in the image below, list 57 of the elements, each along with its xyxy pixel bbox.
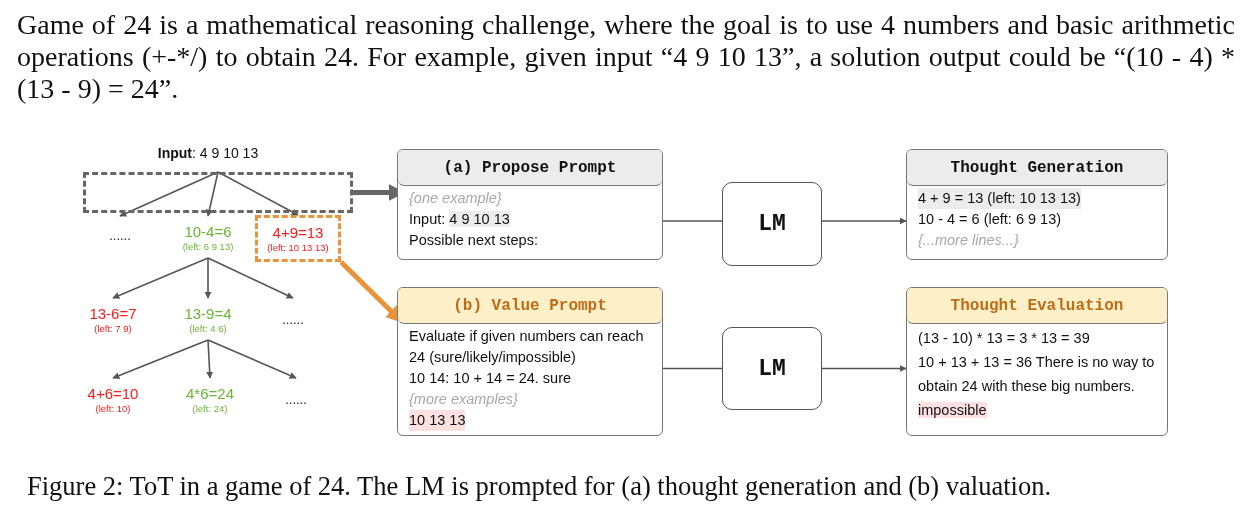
prompt-text: (13 - 10) * 13 = 3 * 13 = 39 <box>918 329 1091 348</box>
prompt-text: 10 - 4 = 6 (left: 6 9 13) <box>918 210 1063 229</box>
prompt-text: impossible <box>918 402 987 418</box>
equation: 13-9=4 <box>184 303 232 323</box>
arrow <box>206 171 219 217</box>
equation: 4+9=13 <box>272 223 324 242</box>
placeholder-text: {...more lines...} <box>918 231 1020 250</box>
prompt-text: 4 9 10 13 <box>449 211 510 227</box>
arrow <box>821 365 907 372</box>
remaining-numbers: (left: 6 9 13) <box>182 240 234 253</box>
dashed-selection-box <box>83 172 353 213</box>
ellipsis: ...... <box>282 311 304 327</box>
remaining-numbers: (left: 24) <box>192 402 228 415</box>
card-header: (b) Value Prompt <box>398 288 662 324</box>
arrow <box>112 257 209 299</box>
remaining-numbers: (left: 10 13 13) <box>267 242 329 254</box>
placeholder-text: {more examples} <box>409 390 519 409</box>
remaining-numbers: (left: 4 6) <box>189 322 227 335</box>
equation: 4+6=10 <box>87 383 139 403</box>
remaining-numbers: (left: 10) <box>95 402 131 415</box>
selected-thought-box <box>255 215 341 262</box>
card-header: Thought Generation <box>907 150 1167 186</box>
arrow <box>112 339 209 379</box>
arrow <box>217 171 299 216</box>
prompt-card <box>397 149 663 260</box>
prompt-card <box>397 287 663 436</box>
prompt-text: 4 + 9 = 13 (left: 10 13 13) <box>918 188 1081 209</box>
prompt-text: 10 13 13 <box>409 410 466 431</box>
lm-box <box>722 182 822 266</box>
equation: 4*6=24 <box>186 383 234 403</box>
arrow <box>207 257 294 299</box>
model-label: LM <box>758 355 786 382</box>
card-header: Thought Evaluation <box>907 288 1167 324</box>
equation: 10-4=6 <box>184 221 232 241</box>
placeholder-text: {one example} <box>409 189 503 208</box>
figure-caption: Figure 2: ToT in a game of 24. The LM is prompted for (a) thought generation and (b) valuation. <box>27 470 1053 502</box>
ellipsis: ...... <box>285 391 307 407</box>
remaining-numbers: (left: 7 9) <box>94 322 132 335</box>
equation: 13-6=7 <box>89 303 137 323</box>
arrow <box>204 257 212 299</box>
arrow <box>207 339 297 379</box>
prompt-text: Input: <box>409 211 446 227</box>
card-header: (a) Propose Prompt <box>398 150 662 186</box>
arrow <box>821 217 907 225</box>
arrow <box>119 171 219 217</box>
input-label: Input: 4 9 10 13 <box>156 145 260 161</box>
lm-box <box>722 327 822 410</box>
prompt-text: 10 + 13 + 13 = 36 There is no way to obtain 24 with these big numbers. <box>918 354 1155 394</box>
arrow <box>206 339 214 379</box>
prompt-card <box>906 149 1168 260</box>
description-paragraph: Game of 24 is a mathematical reasoning challenge, where the goal is to use 4 numbers and basic arithmetic operations (+-*/) to obtain 24. For example, given input “4 9 10 13”, a solution output could be “(10 - 4) * (13 - 9) = 24”. <box>17 9 1235 105</box>
ellipsis: ...... <box>109 227 131 243</box>
prompt-text: Evaluate if given numbers can reach 24 (sure/likely/impossible) <box>409 327 645 367</box>
prompt-card <box>906 287 1168 436</box>
prompt-text: Possible next steps: <box>409 231 539 250</box>
prompt-text: 10 14: 10 + 14 = 24. sure <box>409 369 573 388</box>
model-label: LM <box>758 211 786 237</box>
